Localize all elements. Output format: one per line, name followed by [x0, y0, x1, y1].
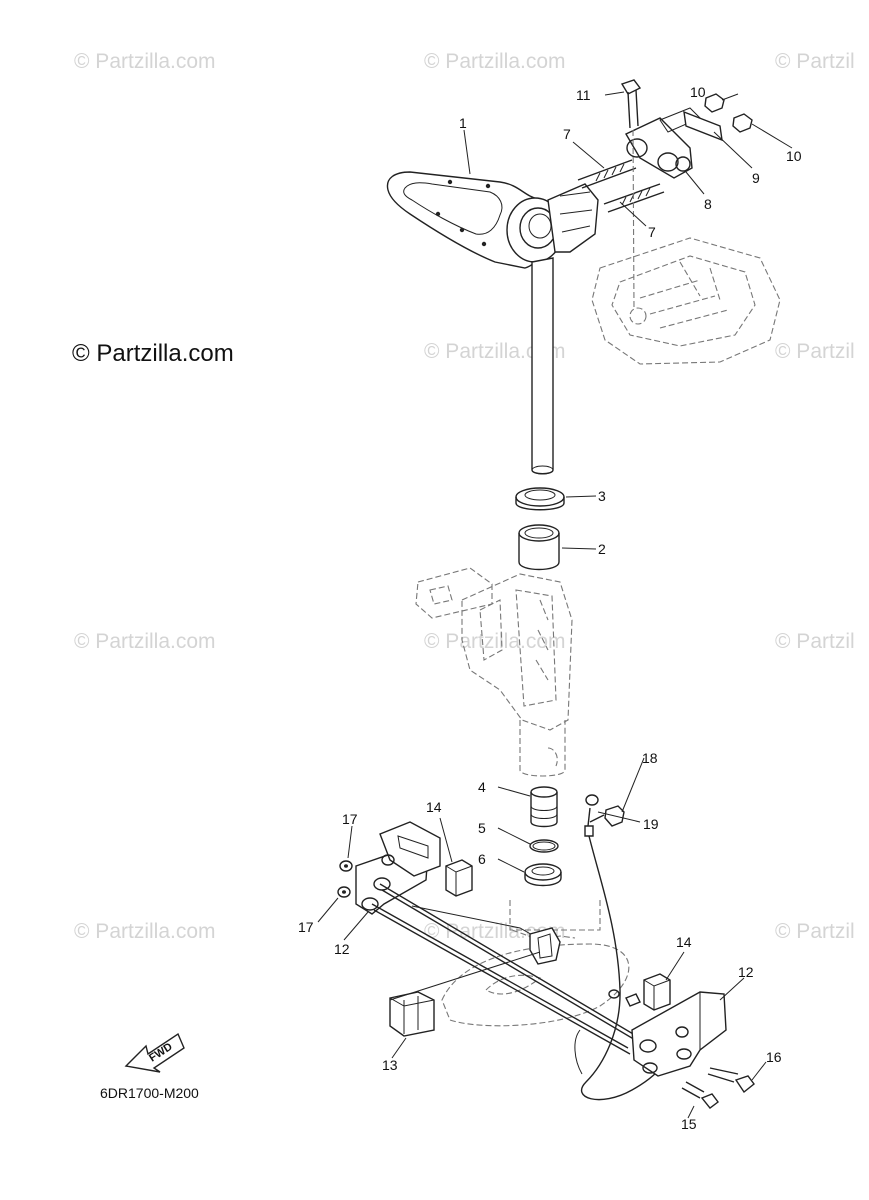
nut-part-10-right[interactable] [732, 113, 753, 133]
callout-14-right: 14 [676, 934, 692, 950]
watermark-3: © Partzil [775, 50, 855, 73]
small-screw [608, 989, 641, 1007]
bolt-part-15[interactable] [681, 1081, 719, 1109]
lower-mount-right-part-12[interactable] [631, 991, 727, 1077]
watermark-6: © Partzilla.com [74, 630, 216, 653]
o-ring-part-5[interactable] [529, 839, 559, 853]
rubber-pad-part-14-right[interactable] [643, 973, 671, 1011]
watermark-9: © Partzilla.com [74, 920, 216, 943]
callout-10-right: 10 [786, 148, 802, 164]
clamp-bracket-part-8[interactable] [625, 107, 701, 179]
callout-1: 1 [459, 115, 467, 131]
seal-part-6[interactable] [524, 863, 562, 887]
callout-18: 18 [642, 750, 658, 766]
callout-13: 13 [382, 1057, 398, 1073]
diagram-code: 6DR1700-M200 [100, 1085, 199, 1101]
callout-15: 15 [681, 1116, 697, 1132]
callout-7-lower: 7 [648, 224, 656, 240]
callout-12-left: 12 [334, 941, 350, 957]
callout-2: 2 [598, 541, 606, 557]
bolt-part-11[interactable] [620, 79, 642, 311]
seal-part-3[interactable] [515, 487, 565, 511]
callout-4: 4 [478, 779, 486, 795]
watermark-5: © Partzil [775, 340, 855, 363]
lower-mount-left-part-12[interactable] [355, 821, 441, 915]
watermark-7: © Partzilla.com [424, 630, 566, 653]
callout-9: 9 [752, 170, 760, 186]
callout-7-upper: 7 [563, 126, 571, 142]
callout-17-upper: 17 [342, 811, 358, 827]
watermark-8: © Partzil [775, 630, 855, 653]
callout-8: 8 [704, 196, 712, 212]
rubber-pad-part-14-left[interactable] [445, 859, 473, 897]
bolt-part-16[interactable] [707, 1067, 755, 1094]
fwd-arrow-icon: FWD [124, 1032, 185, 1073]
bushing-part-2[interactable] [518, 524, 560, 571]
watermark-11: © Partzil [775, 920, 855, 943]
bushing-part-4[interactable] [530, 786, 558, 828]
callouts: 1 2 3 4 5 6 7 7 8 9 10 10 11 12 12 13 14… [298, 84, 802, 1132]
washer-part-17-upper[interactable] [339, 860, 353, 872]
callout-14-left: 14 [426, 799, 442, 815]
swivel-bracket-phantom [415, 567, 573, 777]
stud-bolts-part-7[interactable] [577, 159, 665, 213]
ground-lead-part-19[interactable] [574, 794, 678, 1101]
screw-part-18[interactable] [589, 805, 625, 827]
washer-part-17-lower[interactable] [337, 886, 351, 898]
tie-rods [371, 883, 643, 1055]
lower-unit-phantom [441, 900, 630, 1027]
callout-3: 3 [598, 488, 606, 504]
plate-part-9[interactable] [683, 110, 723, 142]
engine-base-phantom [591, 237, 781, 365]
nut-part-10-upper[interactable] [704, 93, 725, 113]
lower-clamp [529, 927, 561, 965]
mount-rubber-part-13[interactable] [389, 991, 435, 1037]
callout-6: 6 [478, 851, 486, 867]
callout-19: 19 [643, 816, 659, 832]
callout-11: 11 [576, 87, 591, 103]
watermark-main: © Partzilla.com [72, 340, 234, 367]
watermark-2: © Partzilla.com [424, 50, 566, 73]
callout-12-right: 12 [738, 964, 754, 980]
leader-lines [317, 91, 793, 1119]
watermark-4: © Partzilla.com [424, 340, 566, 363]
watermark-1: © Partzilla.com [74, 50, 216, 73]
callout-10-upper: 10 [690, 84, 706, 100]
callout-17-lower: 17 [298, 919, 314, 935]
callout-5: 5 [478, 820, 486, 836]
steering-bracket-part-1[interactable] [386, 171, 599, 475]
callout-16: 16 [766, 1049, 782, 1065]
